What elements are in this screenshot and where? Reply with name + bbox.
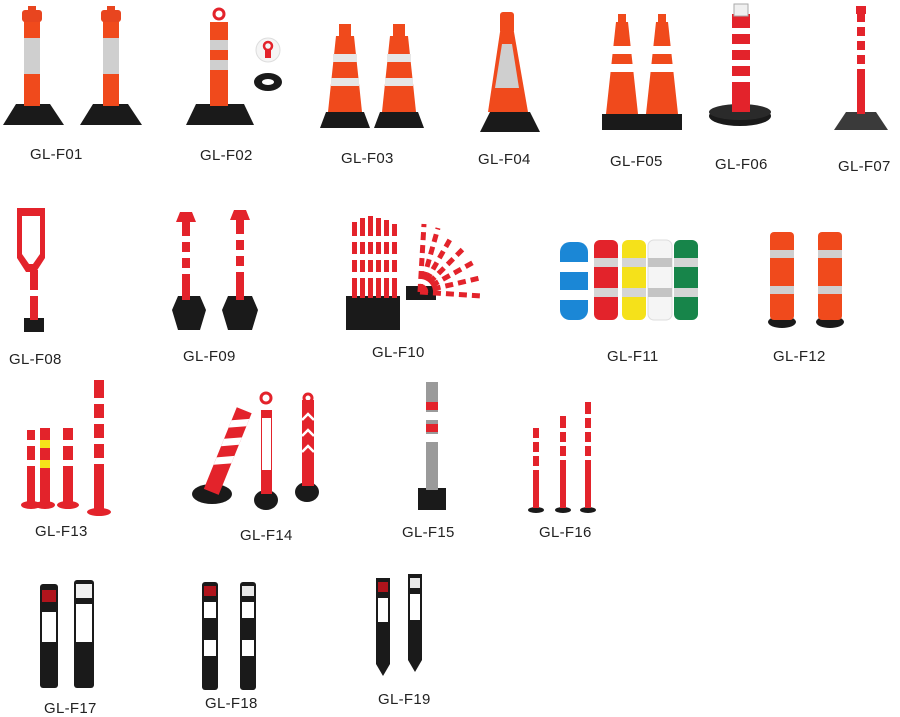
gl-f05-image bbox=[602, 14, 682, 130]
product-code-label: GL-F19 bbox=[378, 691, 431, 708]
gl-f09-image bbox=[172, 210, 258, 330]
product-code-label: GL-F11 bbox=[607, 348, 659, 365]
gl-f10-image bbox=[346, 216, 483, 330]
product-code-label: GL-F01 bbox=[30, 146, 83, 163]
product-code-label: GL-F16 bbox=[539, 524, 592, 541]
product-code-label: GL-F10 bbox=[372, 344, 425, 361]
gl-f17-image bbox=[40, 580, 94, 688]
product-code-label: GL-F14 bbox=[240, 527, 293, 544]
product-code-label: GL-F07 bbox=[838, 158, 891, 175]
gl-f08-image bbox=[17, 208, 45, 332]
gl-f13-image bbox=[21, 380, 111, 516]
gl-f14-image bbox=[192, 391, 319, 510]
product-code-label: GL-F06 bbox=[715, 156, 768, 173]
gl-f01-image bbox=[3, 6, 142, 125]
gl-f16-image bbox=[528, 402, 596, 513]
product-code-label: GL-F15 bbox=[402, 524, 455, 541]
product-code-label: GL-F17 bbox=[44, 700, 97, 717]
product-code-label: GL-F09 bbox=[183, 348, 236, 365]
gl-f06-image bbox=[709, 3, 771, 126]
product-code-label: GL-F04 bbox=[478, 151, 531, 168]
gl-f12-image bbox=[768, 232, 844, 328]
product-code-label: GL-F18 bbox=[205, 695, 258, 712]
product-code-label: GL-F08 bbox=[9, 351, 62, 368]
gl-f15-image bbox=[418, 382, 446, 510]
gl-f19-image bbox=[376, 574, 422, 676]
gl-f03-image bbox=[320, 24, 424, 128]
product-code-label: GL-F02 bbox=[200, 147, 253, 164]
product-code-label: GL-F13 bbox=[35, 523, 88, 540]
gl-f07-image bbox=[834, 6, 888, 130]
product-code-label: GL-F05 bbox=[610, 153, 663, 170]
product-code-label: GL-F03 bbox=[341, 150, 394, 167]
gl-f11-image bbox=[560, 239, 698, 321]
gl-f18-image bbox=[202, 582, 256, 690]
product-code-label: GL-F12 bbox=[773, 348, 826, 365]
gl-f04-image bbox=[480, 12, 540, 132]
gl-f02-image bbox=[186, 7, 282, 125]
